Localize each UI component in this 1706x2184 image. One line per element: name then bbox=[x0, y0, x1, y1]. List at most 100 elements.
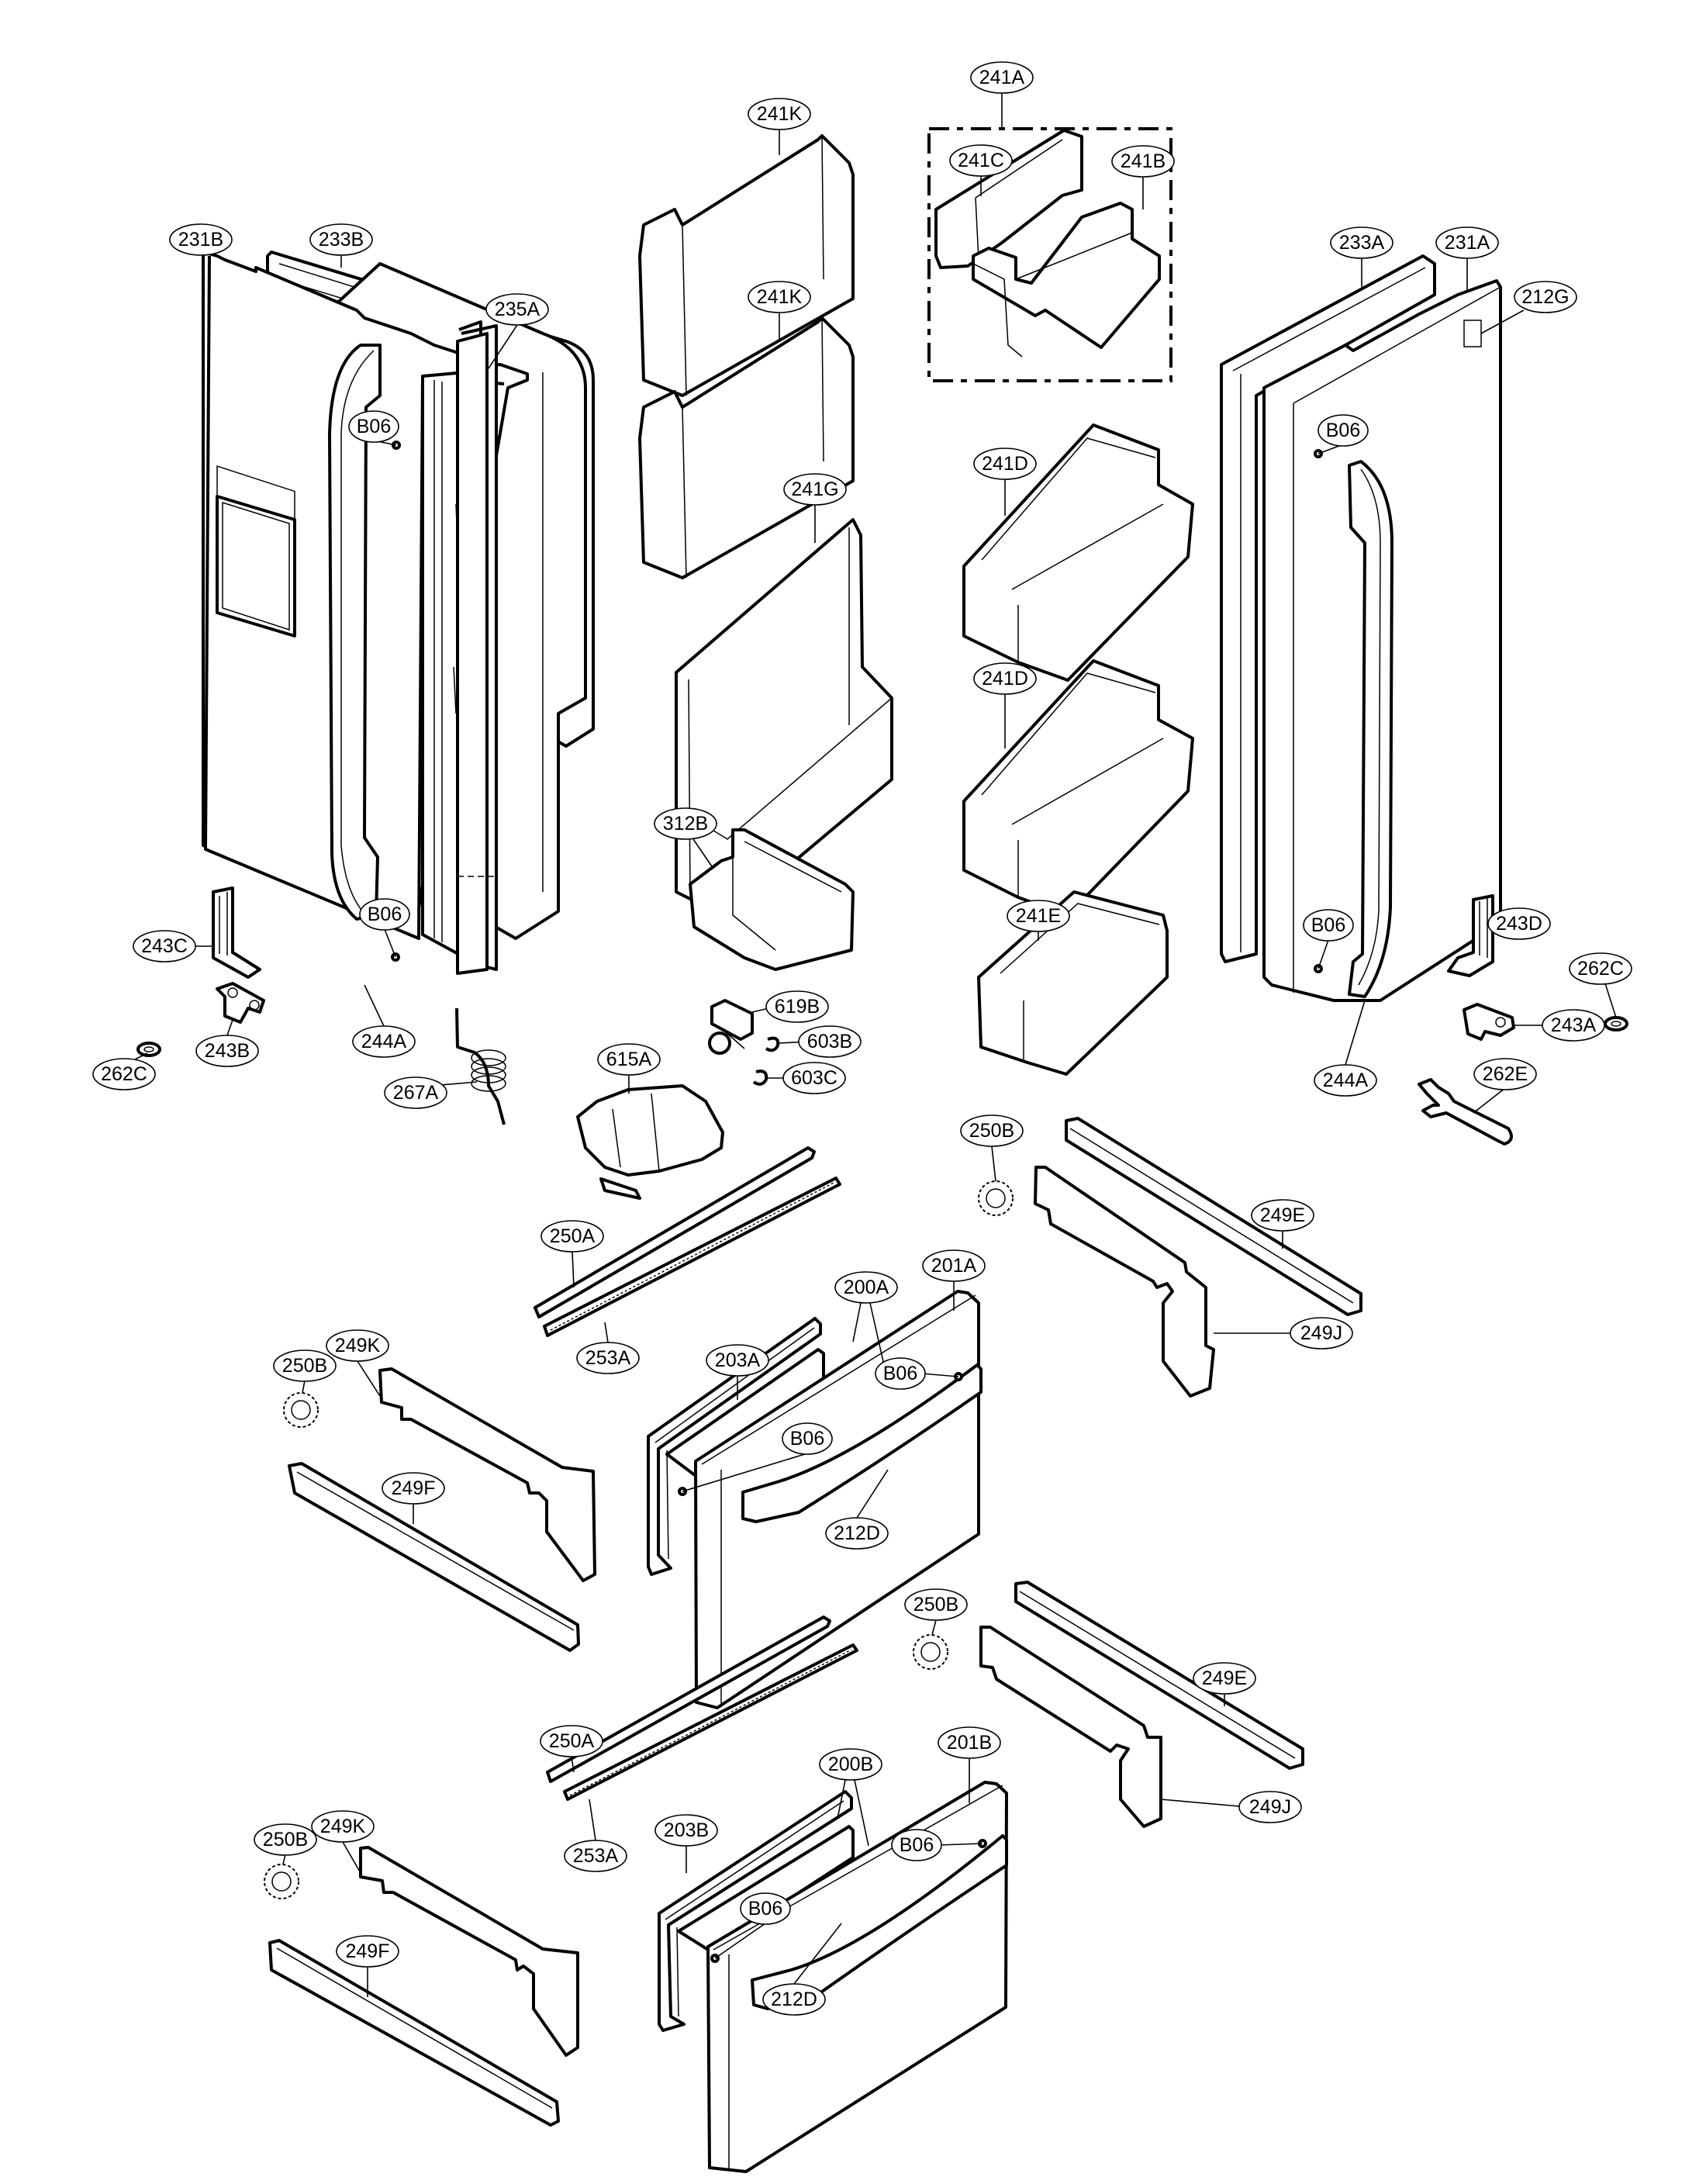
callout-bubble bbox=[740, 1892, 791, 1925]
part-callout-603c: 603C bbox=[782, 1062, 846, 1094]
part-callout-249j: 249J bbox=[1290, 1317, 1353, 1349]
part-callout-241k: 241K bbox=[748, 281, 811, 313]
callout-bubble bbox=[973, 448, 1037, 480]
callout-bubble bbox=[765, 990, 829, 1023]
right-hinge-243A bbox=[1463, 1003, 1515, 1041]
right-door-gasket-233A bbox=[1220, 254, 1436, 963]
part-callout-b06: B06 bbox=[1317, 414, 1369, 447]
right-door-handle-244A bbox=[1348, 460, 1393, 998]
slide-rail-249F-upper bbox=[288, 1462, 580, 1652]
door-bin-241D-lower bbox=[962, 659, 1194, 917]
part-callout-233a: 233A bbox=[1330, 226, 1393, 259]
part-callout-249k: 249K bbox=[326, 1329, 389, 1362]
callout-bubble bbox=[326, 1329, 389, 1362]
part-callout-249f: 249F bbox=[382, 1472, 445, 1505]
part-callout-249j: 249J bbox=[1238, 1791, 1302, 1823]
part-callout-203a: 203A bbox=[706, 1344, 769, 1377]
callout-label: 241A bbox=[979, 67, 1025, 88]
gear-250B-left-lower bbox=[264, 1864, 299, 1899]
part-callout-b06: B06 bbox=[782, 1422, 833, 1455]
callout-label: 201A bbox=[931, 1255, 977, 1277]
part-callout-619b: 619B bbox=[765, 990, 829, 1023]
callout-bubble bbox=[169, 223, 233, 256]
part-callout-241d: 241D bbox=[973, 662, 1037, 695]
callout-label: 212G bbox=[1521, 286, 1569, 308]
callout-bubble bbox=[1193, 1662, 1256, 1695]
callout-label: 233B bbox=[319, 229, 364, 251]
drawer-frame-200B bbox=[677, 1825, 855, 1952]
part-callout-200b: 200B bbox=[819, 1748, 882, 1781]
part-callout-249k: 249K bbox=[311, 1810, 375, 1843]
part-callout-231a: 231A bbox=[1435, 226, 1499, 259]
callout-label: 249J bbox=[1249, 1796, 1291, 1818]
callout-bubble bbox=[384, 1076, 447, 1109]
callout-label: 249E bbox=[1260, 1204, 1305, 1226]
water-valve-619B bbox=[708, 999, 754, 1055]
callout-bubble bbox=[1435, 226, 1499, 259]
rail-bracket-249J-lower bbox=[979, 1626, 1162, 1828]
part-callout-262e: 262E bbox=[1473, 1058, 1537, 1090]
part-callout-243a: 243A bbox=[1542, 1009, 1605, 1042]
door-bin-241D-upper bbox=[962, 423, 1194, 682]
callout-bubble bbox=[336, 1935, 399, 1968]
part-callout-b06: B06 bbox=[891, 1829, 942, 1861]
water-filter-615A bbox=[576, 1084, 724, 1200]
part-callout-253a: 253A bbox=[576, 1342, 640, 1374]
callout-label: 615A bbox=[606, 1049, 652, 1070]
callout-label: 203A bbox=[715, 1349, 761, 1371]
callout-label: 244A bbox=[1323, 1070, 1369, 1091]
callout-bubble bbox=[576, 1342, 640, 1374]
callout-bubble bbox=[540, 1220, 604, 1253]
callout-label: 241D bbox=[982, 668, 1028, 689]
part-callout-b06: B06 bbox=[1303, 909, 1354, 942]
callout-label: 249E bbox=[1202, 1667, 1247, 1689]
callout-bubble bbox=[783, 473, 847, 506]
callout-label: 249F bbox=[392, 1477, 436, 1499]
callout-label: 603C bbox=[791, 1067, 837, 1089]
callout-bubble bbox=[1290, 1317, 1353, 1349]
callout-bubble bbox=[1569, 952, 1632, 985]
callout-bubble bbox=[597, 1043, 661, 1076]
door-bin-241E bbox=[977, 890, 1169, 1076]
seal-250A-upper bbox=[534, 1146, 816, 1318]
part-callout-267a: 267A bbox=[384, 1076, 447, 1109]
part-callout-241c: 241C bbox=[949, 144, 1013, 177]
callout-label: B06 bbox=[748, 1898, 782, 1920]
part-callout-249e: 249E bbox=[1193, 1662, 1256, 1695]
callout-bubble bbox=[1487, 907, 1551, 940]
callout-bubble bbox=[352, 1025, 416, 1058]
callout-bubble bbox=[654, 1814, 718, 1847]
callout-label: 231B bbox=[178, 229, 223, 251]
callout-label: 241B bbox=[1121, 150, 1166, 172]
callout-bubble bbox=[782, 1422, 833, 1455]
part-callout-253a: 253A bbox=[564, 1840, 627, 1872]
callout-bubble bbox=[922, 1249, 986, 1282]
callout-label: 253A bbox=[573, 1845, 619, 1867]
callout-bubble bbox=[1473, 1058, 1537, 1090]
part-callout-b06: B06 bbox=[875, 1357, 926, 1390]
part-callout-250b: 250B bbox=[254, 1823, 317, 1856]
callout-bubble bbox=[1317, 414, 1369, 447]
callout-label: 241K bbox=[757, 103, 803, 125]
callout-label: B06 bbox=[368, 904, 402, 925]
drawer-handle-212D-lower bbox=[751, 1834, 1008, 2010]
callout-label: 203B bbox=[664, 1819, 709, 1841]
callout-bubble bbox=[960, 1114, 1024, 1147]
callout-label: 241E bbox=[1016, 905, 1061, 927]
callout-bubble bbox=[875, 1357, 926, 1390]
part-callout-b06: B06 bbox=[740, 1892, 791, 1925]
callout-label: 235A bbox=[495, 299, 540, 320]
callout-bubble bbox=[1007, 900, 1070, 932]
slide-rail-249E-upper bbox=[1065, 1117, 1362, 1316]
callout-bubble bbox=[1542, 1009, 1605, 1042]
drawer-gasket-203B bbox=[658, 1790, 853, 2032]
part-callout-231b: 231B bbox=[169, 223, 233, 256]
callout-bubble bbox=[834, 1271, 898, 1304]
callout-bubble bbox=[782, 1062, 846, 1094]
left-door-mullion-235A bbox=[453, 320, 498, 975]
seal-250A-lower bbox=[546, 1616, 831, 1783]
callout-bubble bbox=[309, 223, 373, 256]
part-callout-250b: 250B bbox=[273, 1349, 337, 1382]
part-callout-233b: 233B bbox=[309, 223, 373, 256]
